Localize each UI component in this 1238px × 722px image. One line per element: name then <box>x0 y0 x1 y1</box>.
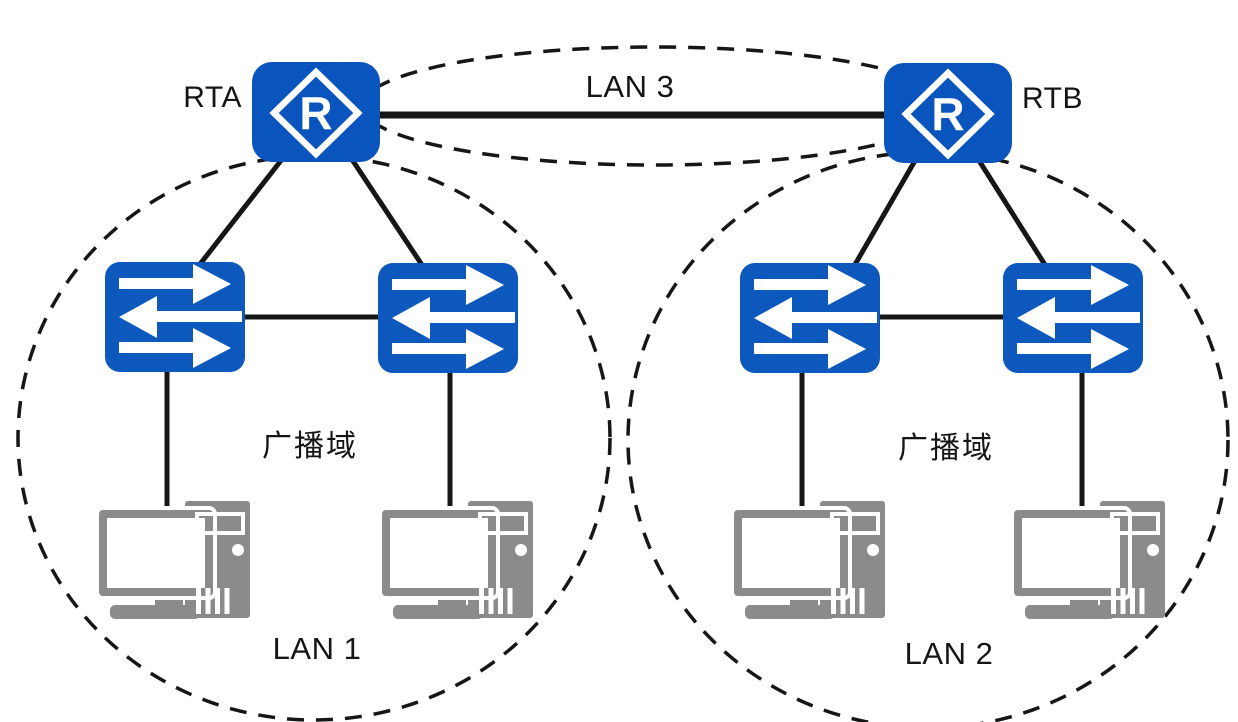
lan3-label: LAN 3 <box>586 69 675 104</box>
broadcast-domain-lan1-outline <box>16 154 612 722</box>
link-rtb-switch-b2 <box>975 157 1050 270</box>
router-glyph: R <box>931 88 964 140</box>
switch-b1-icon <box>740 263 880 373</box>
pc-a1-icon <box>95 499 252 621</box>
switch-b2-icon <box>1003 263 1143 373</box>
link-rta-switch-a1 <box>195 156 285 270</box>
broadcast-domain-label-right: 广播域 <box>898 432 994 465</box>
switch-a2-icon <box>378 263 518 373</box>
broadcast-domain-lan2-outline <box>626 150 1230 722</box>
pc-b2-icon <box>1010 499 1167 621</box>
router-b-label: RTB <box>1022 82 1083 115</box>
router-glyph: R <box>299 87 332 139</box>
router-rtb: R <box>884 63 1012 163</box>
router-a-label: RTA <box>183 81 242 114</box>
pc-a2-icon <box>378 499 535 621</box>
link-rtb-switch-b1 <box>850 157 919 270</box>
lan3-outline <box>360 45 950 167</box>
switch-a1-icon <box>105 262 245 372</box>
lan1-label: LAN 1 <box>273 631 362 666</box>
pc-b1-icon <box>730 499 887 621</box>
router-rta: R <box>252 62 380 162</box>
broadcast-domain-label-left: 广播域 <box>262 430 358 463</box>
link-rta-switch-a2 <box>348 156 427 270</box>
lan2-label: LAN 2 <box>905 636 994 671</box>
